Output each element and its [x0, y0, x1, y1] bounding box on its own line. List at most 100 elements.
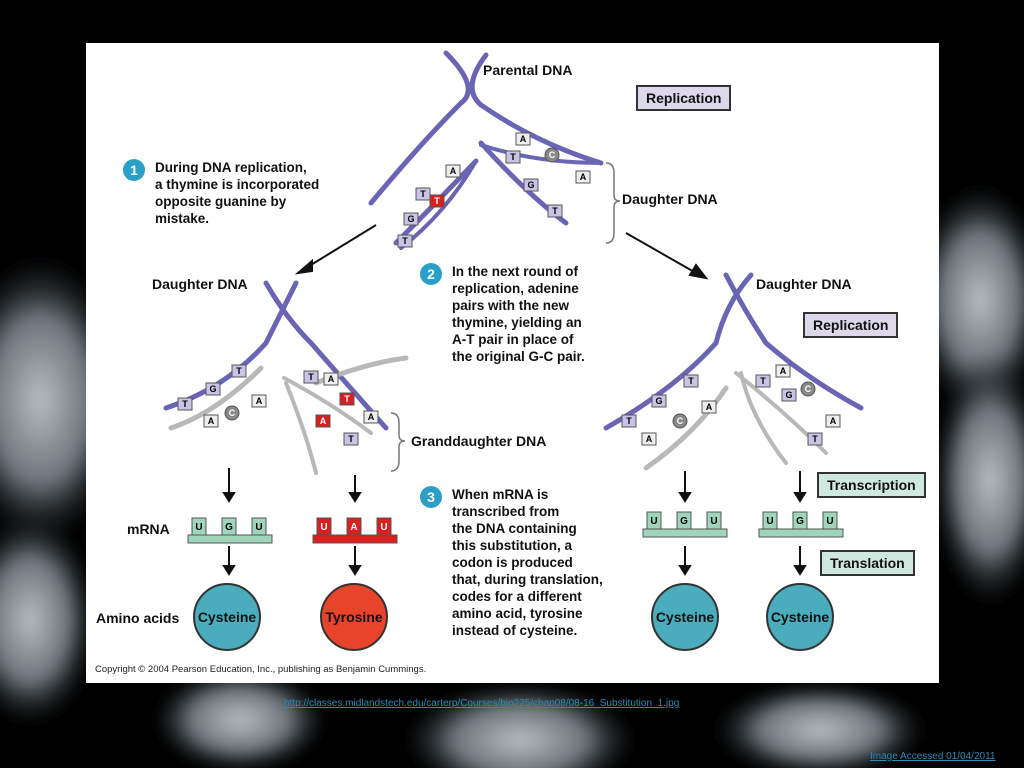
svg-text:T: T — [344, 394, 350, 404]
amino-acid-cysteine-right-2: Cysteine — [766, 583, 834, 651]
base-T: T — [231, 364, 247, 378]
mutant-base-A: A — [315, 414, 331, 428]
svg-text:A: A — [580, 172, 587, 182]
base-C: C — [672, 413, 688, 429]
replication-arrows — [294, 224, 709, 280]
svg-text:G: G — [655, 396, 662, 406]
base-C: C — [224, 405, 240, 421]
codon-left-1: U — [195, 522, 202, 533]
svg-text:A: A — [208, 416, 215, 426]
svg-text:T: T — [688, 376, 694, 386]
mrna-label: mRNA — [127, 521, 170, 537]
svg-text:T: T — [420, 189, 426, 199]
base-G: G — [781, 388, 797, 402]
base-T: T — [505, 150, 521, 164]
mrna-mutant — [312, 517, 398, 544]
base-C: C — [544, 147, 560, 163]
source-url-link[interactable]: http://classes.midlandstech.edu/carterp/… — [284, 698, 680, 709]
svg-text:T: T — [182, 399, 188, 409]
base-T: T — [807, 432, 823, 446]
daughter-dna-label-left: Daughter DNA — [152, 276, 248, 292]
svg-text:T: T — [812, 434, 818, 444]
daughter-dna-bracket — [605, 162, 621, 244]
step-1-text: During DNA replication, a thymine is inc… — [155, 160, 320, 226]
replication-box-right: Replication — [803, 312, 899, 338]
base-A: A — [363, 410, 379, 424]
base-A: A — [323, 372, 339, 386]
mutant-base-T: T — [339, 392, 355, 406]
svg-text:A: A — [368, 412, 375, 422]
base-G: G — [651, 394, 667, 408]
svg-text:A: A — [646, 434, 653, 444]
replication-box-top: Replication — [636, 85, 732, 111]
amino-acid-cysteine-right-1: Cysteine — [651, 583, 719, 651]
translation-box: Translation — [820, 550, 915, 576]
base-A: A — [641, 432, 657, 446]
left-granddaughter-strands — [163, 280, 409, 475]
transcription-box: Transcription — [817, 472, 926, 498]
base-T: T — [397, 234, 413, 248]
base-A: A — [701, 400, 717, 414]
svg-text:A: A — [328, 374, 335, 384]
mrna-right-2 — [758, 511, 844, 538]
svg-text:G: G — [527, 180, 534, 190]
amino-acid-tyrosine: Tyrosine — [320, 583, 388, 651]
step-3-number: 3 — [420, 486, 442, 508]
base-T: T — [755, 374, 771, 388]
mrna-left — [187, 517, 273, 544]
codon-r2-1: U — [766, 516, 773, 527]
base-T: T — [343, 432, 359, 446]
svg-text:T: T — [308, 372, 314, 382]
diagram-panel: T A G T T A T C G A T — [86, 43, 939, 683]
amino-acid-cysteine-left: Cysteine — [193, 583, 261, 651]
image-accessed-link[interactable]: Image Accessed 01/04/2011 — [870, 751, 996, 762]
base-G: G — [205, 382, 221, 396]
base-T: T — [177, 397, 193, 411]
codon-left-3: U — [255, 522, 262, 533]
copyright-text: Copyright © 2004 Pearson Education, Inc.… — [95, 664, 427, 675]
codon-r1-3: U — [710, 516, 717, 527]
top-base-pairs: T A G T T A T C G A T — [397, 132, 591, 248]
svg-text:G: G — [209, 384, 216, 394]
svg-text:T: T — [434, 196, 440, 206]
base-T: T — [621, 414, 637, 428]
amino-acids-label: Amino acids — [96, 610, 180, 626]
right-base-pairs: T G T A C A T G C A T A — [621, 364, 841, 446]
base-T: T — [303, 370, 319, 384]
granddaughter-dna-label: Granddaughter DNA — [411, 433, 547, 449]
svg-text:C: C — [805, 384, 812, 394]
step-2-number: 2 — [420, 263, 442, 285]
base-G: G — [403, 212, 419, 226]
codon-r1-1: U — [650, 516, 657, 527]
svg-text:T: T — [626, 416, 632, 426]
svg-text:C: C — [677, 416, 684, 426]
svg-text:A: A — [520, 134, 527, 144]
base-A: A — [515, 132, 531, 146]
daughter-dna-label-right: Daughter DNA — [756, 276, 852, 292]
svg-text:A: A — [780, 366, 787, 376]
svg-text:T: T — [236, 366, 242, 376]
down-arrows — [222, 468, 807, 576]
svg-text:T: T — [510, 152, 516, 162]
svg-text:T: T — [552, 206, 558, 216]
base-C: C — [800, 381, 816, 397]
step-3-text: When mRNA is transcribed from the DNA co… — [452, 487, 603, 638]
codon-mutant-2: A — [350, 522, 357, 533]
svg-text:T: T — [402, 236, 408, 246]
daughter-dna-label-top: Daughter DNA — [622, 191, 718, 207]
base-A: A — [825, 414, 841, 428]
svg-text:A: A — [450, 166, 457, 176]
svg-text:T: T — [348, 434, 354, 444]
mrna-right-1 — [642, 511, 728, 538]
codon-mutant-1: U — [320, 522, 327, 533]
step-1-number: 1 — [123, 159, 145, 181]
base-A: A — [251, 394, 267, 408]
svg-text:A: A — [256, 396, 263, 406]
base-T: T — [683, 374, 699, 388]
parental-dna-label: Parental DNA — [483, 62, 573, 78]
base-A: A — [203, 414, 219, 428]
mutant-base-T: T — [429, 194, 445, 208]
codon-r1-2: G — [680, 516, 688, 527]
base-A: A — [445, 164, 461, 178]
codon-r2-2: G — [796, 516, 804, 527]
